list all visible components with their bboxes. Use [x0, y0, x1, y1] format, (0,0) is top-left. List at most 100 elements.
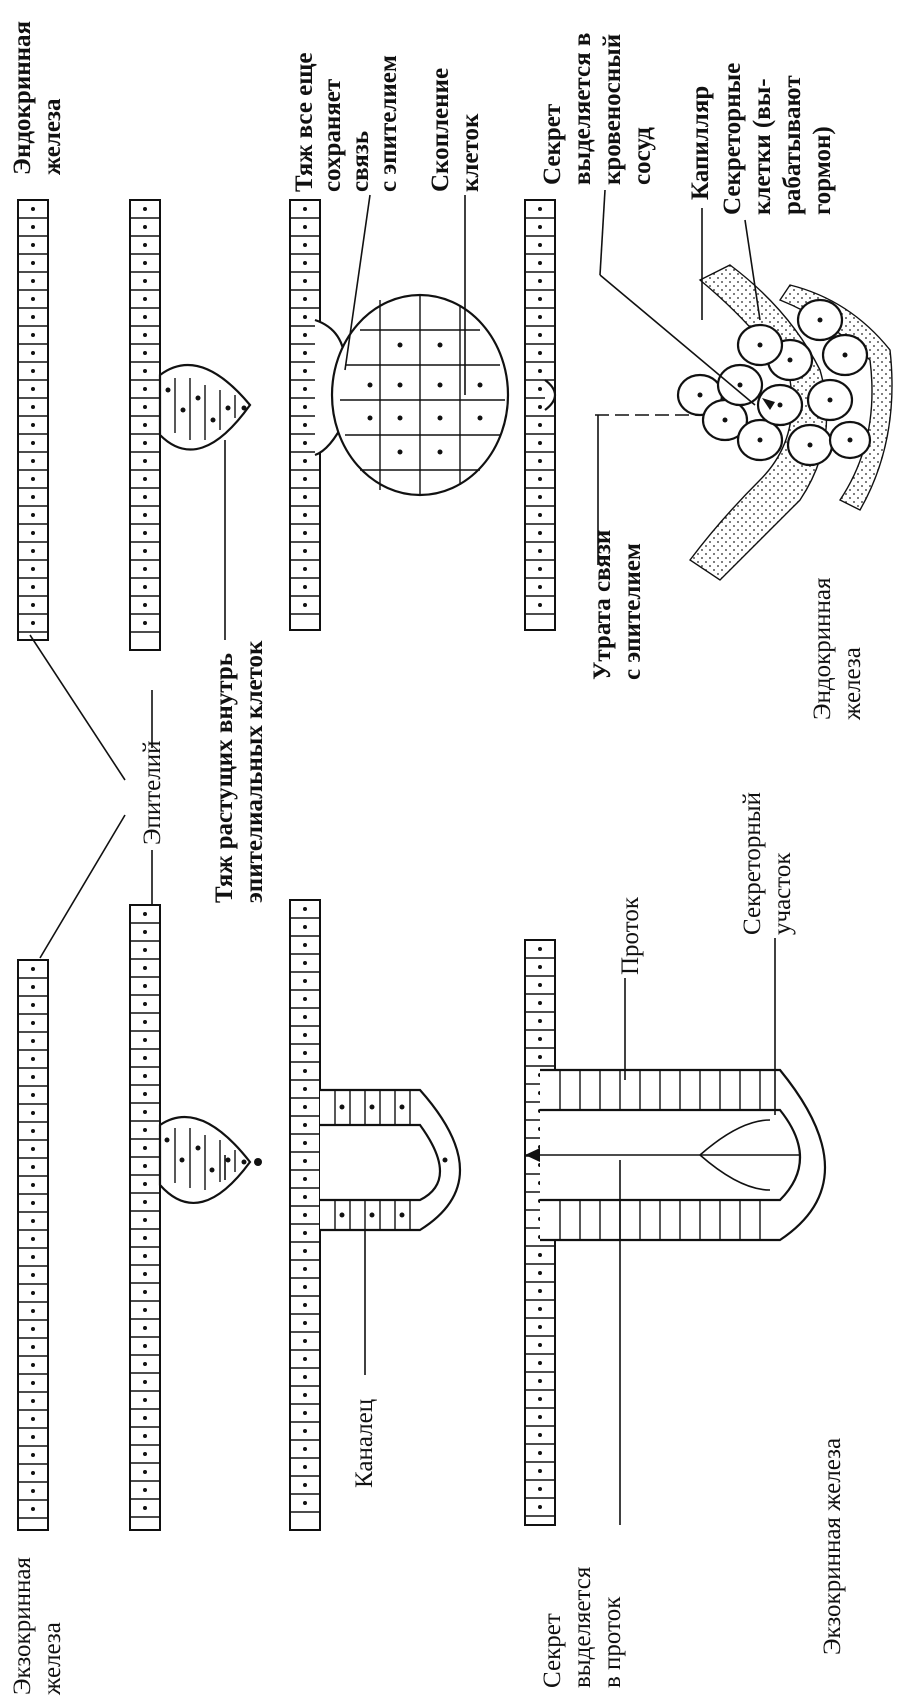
epithelium-nucleus: [538, 279, 542, 283]
label-endocrine-bottom: Эндокринная железа: [809, 571, 866, 721]
epithelium-nucleus: [31, 1507, 35, 1511]
canal-invagination: [320, 1090, 460, 1230]
epithelium-nucleus: [143, 1290, 147, 1294]
epithelium-nucleus: [31, 1345, 35, 1349]
epithelium-nucleus: [538, 1289, 542, 1293]
epithelium-nucleus: [31, 967, 35, 971]
epithelium-nucleus: [31, 459, 35, 463]
epithelium-nucleus: [31, 1399, 35, 1403]
epithelium-nucleus: [31, 225, 35, 229]
epithelium-nucleus: [143, 387, 147, 391]
epithelium-nucleus: [143, 1056, 147, 1060]
epithelium-nucleus: [303, 1231, 307, 1235]
epithelium-strip: [18, 960, 48, 1530]
epithelium-nucleus: [538, 243, 542, 247]
epithelium-nucleus: [31, 1183, 35, 1187]
epithelium-nucleus: [303, 585, 307, 589]
epithelium-nucleus: [538, 1001, 542, 1005]
epithelium-nucleus: [143, 1128, 147, 1132]
epithelium-nucleus: [143, 315, 147, 319]
epithelium-nucleus: [303, 441, 307, 445]
epithelium-nucleus: [31, 279, 35, 283]
epithelium-nucleus: [143, 1362, 147, 1366]
epithelium-nucleus: [538, 531, 542, 535]
epithelium-nucleus: [31, 1453, 35, 1457]
epithelium-nucleus: [538, 1253, 542, 1257]
epithelium-nucleus: [303, 1159, 307, 1163]
epithelium-nucleus: [303, 351, 307, 355]
epithelium-nucleus: [31, 1147, 35, 1151]
epithelium-nucleus: [143, 585, 147, 589]
epithelium-nucleus: [303, 1195, 307, 1199]
epithelium-nucleus: [31, 1021, 35, 1025]
epithelium-nucleus: [143, 495, 147, 499]
epithelium-nucleus: [538, 965, 542, 969]
epithelium-nucleus: [31, 441, 35, 445]
epithelium-nucleus: [303, 1033, 307, 1037]
epithelium-nucleus: [303, 333, 307, 337]
label-cluster: Скопление клеток: [427, 62, 484, 192]
epithelium-nucleus: [303, 943, 307, 947]
epithelium-nucleus: [31, 585, 35, 589]
label-duct: Проток: [617, 896, 644, 975]
epithelium-nucleus: [303, 1105, 307, 1109]
epithelium-nucleus: [143, 1200, 147, 1204]
epithelium-nucleus: [303, 1483, 307, 1487]
epithelium-nucleus: [538, 1469, 542, 1473]
epithelium-nucleus: [31, 1219, 35, 1223]
epithelium-nucleus: [31, 513, 35, 517]
epithelium-nucleus: [538, 1037, 542, 1041]
epithelium-nucleus: [31, 1327, 35, 1331]
epithelium-nucleus: [143, 441, 147, 445]
epithelium-nucleus: [538, 585, 542, 589]
label-secret-into-vessel: Секрет выделяется в кровеносный сосуд: [539, 26, 656, 185]
epithelium-nucleus: [538, 441, 542, 445]
epithelium-nucleus: [143, 531, 147, 535]
epithelium-nucleus: [31, 369, 35, 373]
epithelium-nucleus: [31, 1093, 35, 1097]
epithelium-nucleus: [143, 513, 147, 517]
epithelium-nucleus: [303, 315, 307, 319]
epithelium-nucleus: [538, 1325, 542, 1329]
epithelium-nucleus: [143, 333, 147, 337]
epithelium-nucleus: [143, 1416, 147, 1420]
epithelium-nucleus: [31, 603, 35, 607]
epithelium-nucleus: [303, 907, 307, 911]
epithelium-nucleus: [303, 1357, 307, 1361]
epithelium-nucleus: [143, 1002, 147, 1006]
epithelium-nucleus: [538, 1451, 542, 1455]
epithelium-nucleus: [143, 1398, 147, 1402]
epithelium-nucleus: [31, 1075, 35, 1079]
epithelium-nucleus: [303, 207, 307, 211]
epithelium-nucleus: [303, 1267, 307, 1271]
epithelium-nucleus: [31, 387, 35, 391]
epithelium-nucleus: [303, 1339, 307, 1343]
epithelium-nucleus: [143, 984, 147, 988]
epithelium-nucleus: [538, 387, 542, 391]
label-secretory-cells: Секреторные клетки (вы- рабатывают гормо…: [719, 57, 836, 215]
early-bud-exocrine: [160, 1117, 262, 1203]
epithelium-nucleus: [31, 1381, 35, 1385]
epithelium-nucleus: [303, 243, 307, 247]
label-cord-retains: Тяж все еще сохраняет связь с эпителием: [291, 46, 402, 192]
epithelium-nucleus: [303, 405, 307, 409]
epithelium-nucleus: [303, 513, 307, 517]
epithelium-nucleus: [143, 423, 147, 427]
epithelium-nucleus: [143, 1110, 147, 1114]
epithelium-nucleus: [303, 1051, 307, 1055]
epithelium-nucleus: [143, 966, 147, 970]
epithelium-nucleus: [303, 1213, 307, 1217]
epithelium-nucleus: [143, 1074, 147, 1078]
epithelium-nucleus: [143, 1182, 147, 1186]
epithelium-nucleus: [31, 315, 35, 319]
epithelium-nucleus: [303, 279, 307, 283]
epithelium-nucleus: [303, 979, 307, 983]
epithelium-nucleus: [303, 495, 307, 499]
label-secretory-part: Секреторный участок: [739, 786, 796, 935]
epithelium-nucleus: [538, 603, 542, 607]
epithelium-nucleus: [31, 1471, 35, 1475]
epithelium-nucleus: [303, 261, 307, 265]
epithelium-nucleus: [143, 459, 147, 463]
epithelium-nucleus: [143, 1254, 147, 1258]
